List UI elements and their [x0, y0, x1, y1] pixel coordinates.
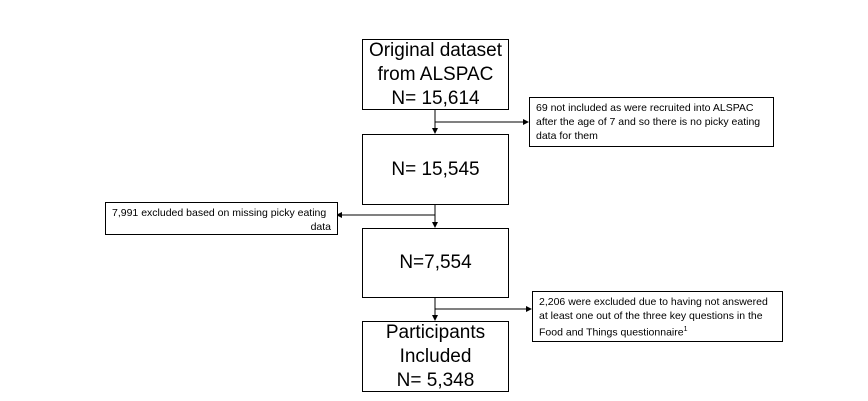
box-original-line-1: Original dataset	[368, 39, 503, 61]
exclusion-box-2: 7,991 excluded based on missing picky ea…	[105, 202, 338, 235]
exclusion-3-line-3-text: Food and Things questionnaire	[539, 326, 684, 339]
exclusion-1-line-2: after the age of 7 and so there is no pi…	[536, 116, 761, 128]
exclusion-box-1: 69 not included as were recruited into A…	[529, 97, 774, 147]
box-original-line-3: N= 15,614	[391, 87, 480, 109]
box-n2: N=7,554	[362, 228, 509, 298]
box-final-line-2: Included	[399, 345, 472, 367]
box-participants-included: Participants Included N= 5,348	[362, 321, 509, 392]
footnote-marker: 1	[683, 326, 688, 333]
exclusion-3-line-3: Food and Things questionnaire1	[539, 323, 776, 340]
box-original-line-2: from ALSPAC	[377, 63, 494, 85]
exclusion-box-3: 2,206 were excluded due to having not an…	[532, 291, 783, 342]
exclusion-2-line-1: 7,991 excluded based on missing picky ea…	[112, 207, 327, 219]
exclusion-3-line-2: at least one out of the three key questi…	[539, 310, 763, 322]
box-n1: N= 15,545	[362, 134, 509, 205]
box-n2-label: N=7,554	[399, 252, 472, 273]
exclusion-1-line-3: data for them	[536, 130, 598, 142]
exclusion-1-line-1: 69 not included as were recruited into A…	[536, 102, 754, 114]
exclusion-3-line-1: 2,206 were excluded due to having not an…	[539, 296, 768, 308]
box-n1-label: N= 15,545	[391, 158, 480, 180]
box-final-line-3: N= 5,348	[396, 369, 475, 391]
box-original-dataset: Original dataset from ALSPAC N= 15,614	[362, 39, 509, 110]
box-final-line-1: Participants	[385, 321, 486, 343]
exclusion-2-line-2: data	[310, 221, 331, 233]
